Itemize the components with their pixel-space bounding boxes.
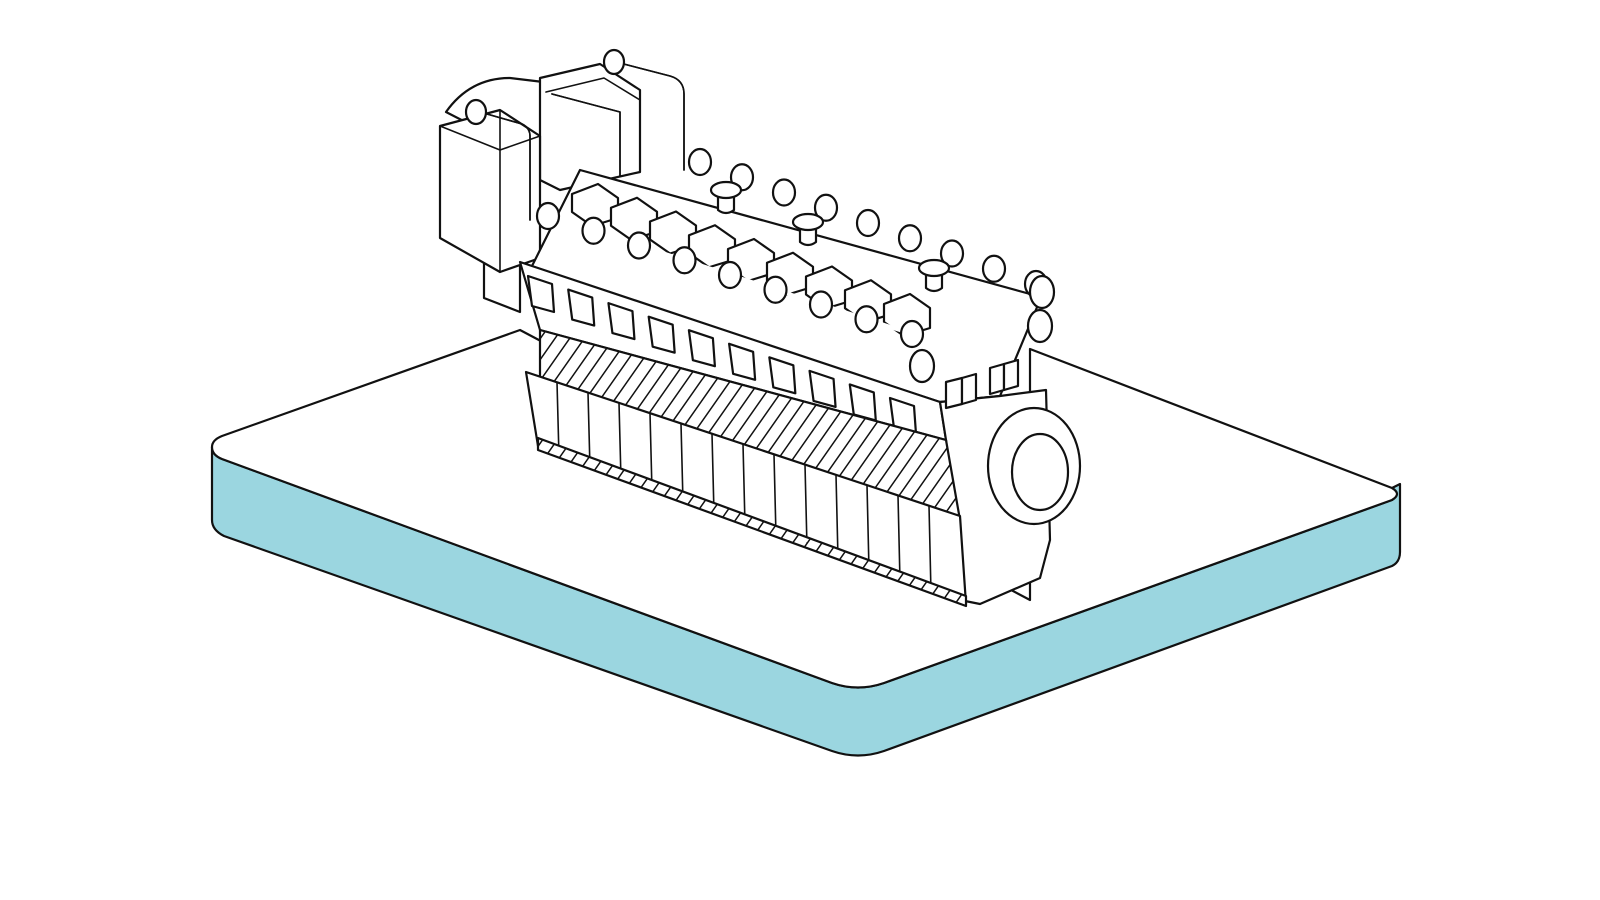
crankcase-panel-line	[618, 402, 622, 481]
crankcase-panel-line	[866, 484, 870, 571]
front-control-boxes	[944, 358, 1020, 410]
manifold-end-cap	[1026, 308, 1054, 344]
valve-body	[687, 147, 713, 177]
diesel-engine-icon	[438, 48, 1082, 608]
valve-body	[854, 305, 879, 334]
crankcase-panel-line	[742, 443, 746, 526]
base-rail	[536, 436, 968, 608]
filler-cap-top	[917, 258, 951, 278]
manifold-end-cap	[908, 348, 936, 384]
valve-body	[717, 260, 743, 290]
valve-body	[939, 239, 965, 268]
filler-cap-top	[791, 212, 825, 232]
valve-body	[808, 290, 834, 319]
fuel-manifold	[535, 147, 1056, 384]
crankcase-panel-line	[773, 453, 777, 538]
oil-filler-caps	[709, 180, 951, 293]
crankcase-panel-line	[680, 422, 684, 504]
valve-body	[897, 224, 923, 253]
valve-body	[672, 246, 697, 275]
inspection-windows	[526, 274, 918, 436]
filler-cap-top	[709, 180, 743, 200]
valve-body	[855, 208, 881, 238]
inspection-window	[647, 315, 676, 354]
valve-body	[899, 319, 925, 349]
inspection-window	[728, 342, 757, 381]
valve-body	[771, 178, 797, 207]
turbocharger-housing	[438, 62, 642, 314]
crankcase-panel-line	[928, 504, 932, 594]
valve-body	[535, 201, 561, 231]
valve-body	[763, 275, 788, 304]
crankcase-panel-line	[804, 463, 808, 549]
inspection-window	[687, 329, 716, 368]
crankcase-panel-line	[897, 494, 901, 583]
exhaust-pipes	[464, 48, 685, 221]
crankcase-panel-line	[711, 432, 715, 515]
valve-body	[813, 193, 839, 222]
valve-body	[981, 254, 1007, 283]
inspection-window	[607, 302, 636, 341]
flywheel-housing	[986, 406, 1082, 526]
valve-body	[581, 216, 606, 245]
inspection-window	[768, 356, 797, 395]
manifold-end-cap	[1028, 274, 1056, 310]
crankcase-panel-line	[835, 474, 839, 560]
crankcase-panel-line	[649, 412, 653, 492]
valve-body	[626, 231, 652, 260]
inspection-window	[808, 369, 837, 408]
inspection-window	[567, 288, 596, 327]
inspection-window	[526, 274, 556, 314]
